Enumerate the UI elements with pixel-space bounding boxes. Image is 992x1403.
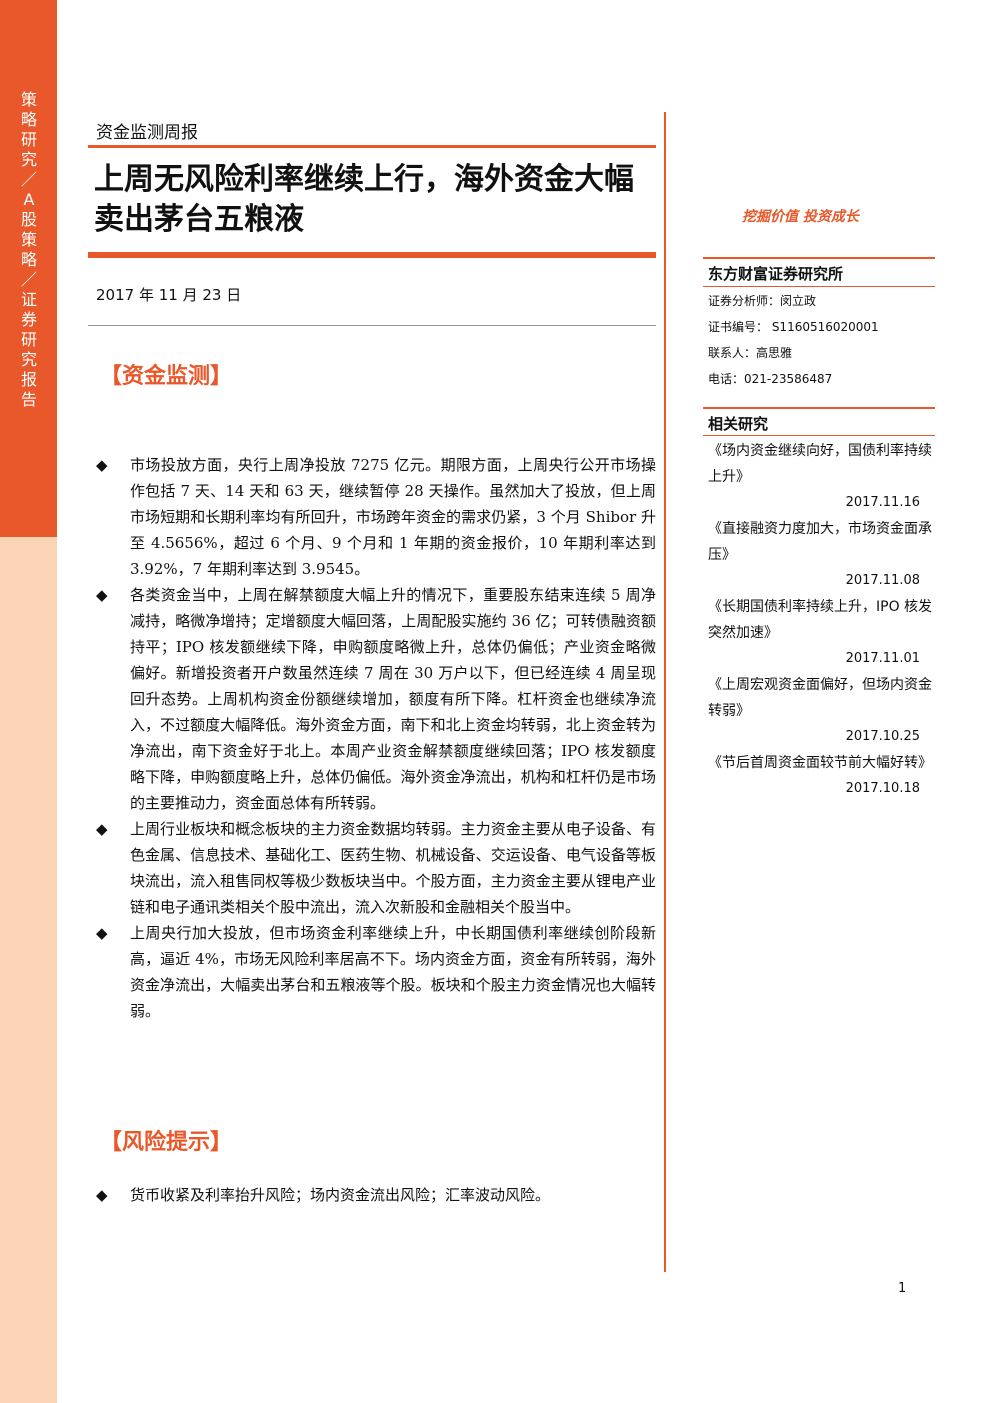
diamond-bullet-icon: ◆: [96, 820, 108, 838]
slogan: 挖掘价值 投资成长: [742, 209, 859, 225]
column-divider: [664, 112, 666, 1272]
list-item: ◆各类资金当中，上周在解禁额度大幅上升的情况下，重要股东结束连续 5 周净减持，…: [96, 582, 656, 816]
certificate-number: 证书编号： S1160516020001: [708, 320, 879, 334]
institute-rule-bottom: [703, 286, 935, 287]
diamond-bullet-icon: ◆: [96, 586, 108, 604]
sidebar-band-light: [0, 537, 57, 1403]
contact-person: 联系人：高思雅: [708, 346, 793, 360]
related-date: 2017.11.16: [845, 495, 920, 510]
list-item: ◆货币收紧及利率抬升风险；场内资金流出风险；汇率波动风险。: [96, 1182, 656, 1208]
diamond-bullet-icon: ◆: [96, 1186, 108, 1204]
related-item[interactable]: 《上周宏观资金面偏好，但场内资金转弱》: [708, 677, 932, 719]
list-item: ◆上周行业板块和概念板块的主力资金数据均转弱。主力资金主要从电子设备、有色金属、…: [96, 816, 656, 920]
related-item[interactable]: 《节后首周资金面较节前大幅好转》: [708, 755, 932, 771]
institute-rule: [703, 257, 935, 259]
fund-bullet-list: ◆市场投放方面，央行上周净投放 7275 亿元。期限方面，上周央行公开市场操作包…: [96, 452, 656, 1024]
list-item: ◆市场投放方面，央行上周净投放 7275 亿元。期限方面，上周央行公开市场操作包…: [96, 452, 656, 582]
title-rule: [88, 252, 656, 258]
report-type: 资金监测周报: [96, 123, 198, 143]
related-date: 2017.11.08: [845, 573, 920, 588]
related-date: 2017.10.25: [845, 729, 920, 744]
related-date: 2017.11.01: [845, 651, 920, 666]
section-heading-fund: 【资金监测】: [100, 363, 233, 389]
related-item[interactable]: 《长期国债利率持续上升，IPO 核发突然加速》: [708, 599, 933, 641]
list-item: ◆上周央行加大投放，但市场资金利率继续上升，中长期国债利率继续创阶段新高，逼近 …: [96, 920, 656, 1024]
institute-name: 东方财富证券研究所: [708, 265, 844, 283]
report-title: 上周无风险利率继续上行，海外资金大幅卖出茅台五粮液: [94, 162, 634, 237]
related-research-list: 《场内资金继续向好，国债利率持续上升》 2017.11.16 《直接融资力度加大…: [708, 438, 934, 802]
page-number: 1: [898, 1281, 907, 1296]
risk-bullet-list: ◆货币收紧及利率抬升风险；场内资金流出风险；汇率波动风险。: [96, 1182, 656, 1208]
phone-number: 电话：021-23586487: [708, 372, 833, 386]
related-heading: 相关研究: [708, 415, 769, 433]
analyst-name: 证券分析师：闵立政: [708, 294, 817, 308]
diamond-bullet-icon: ◆: [96, 924, 108, 942]
report-date: 2017 年 11 月 23 日: [96, 286, 242, 304]
header-rule: [88, 145, 656, 148]
related-item[interactable]: 《直接融资力度加大，市场资金面承压》: [708, 521, 932, 563]
related-date: 2017.10.18: [845, 781, 920, 796]
related-rule: [703, 407, 935, 409]
related-rule-bottom: [703, 435, 935, 436]
date-rule: [88, 325, 656, 326]
section-heading-risk: 【风险提示】: [100, 1129, 233, 1155]
sidebar-band: [0, 0, 57, 537]
related-item[interactable]: 《场内资金继续向好，国债利率持续上升》: [708, 443, 932, 485]
sidebar-category-label: 策略研究／A股策略／证券研究报告: [20, 90, 37, 409]
diamond-bullet-icon: ◆: [96, 456, 108, 474]
